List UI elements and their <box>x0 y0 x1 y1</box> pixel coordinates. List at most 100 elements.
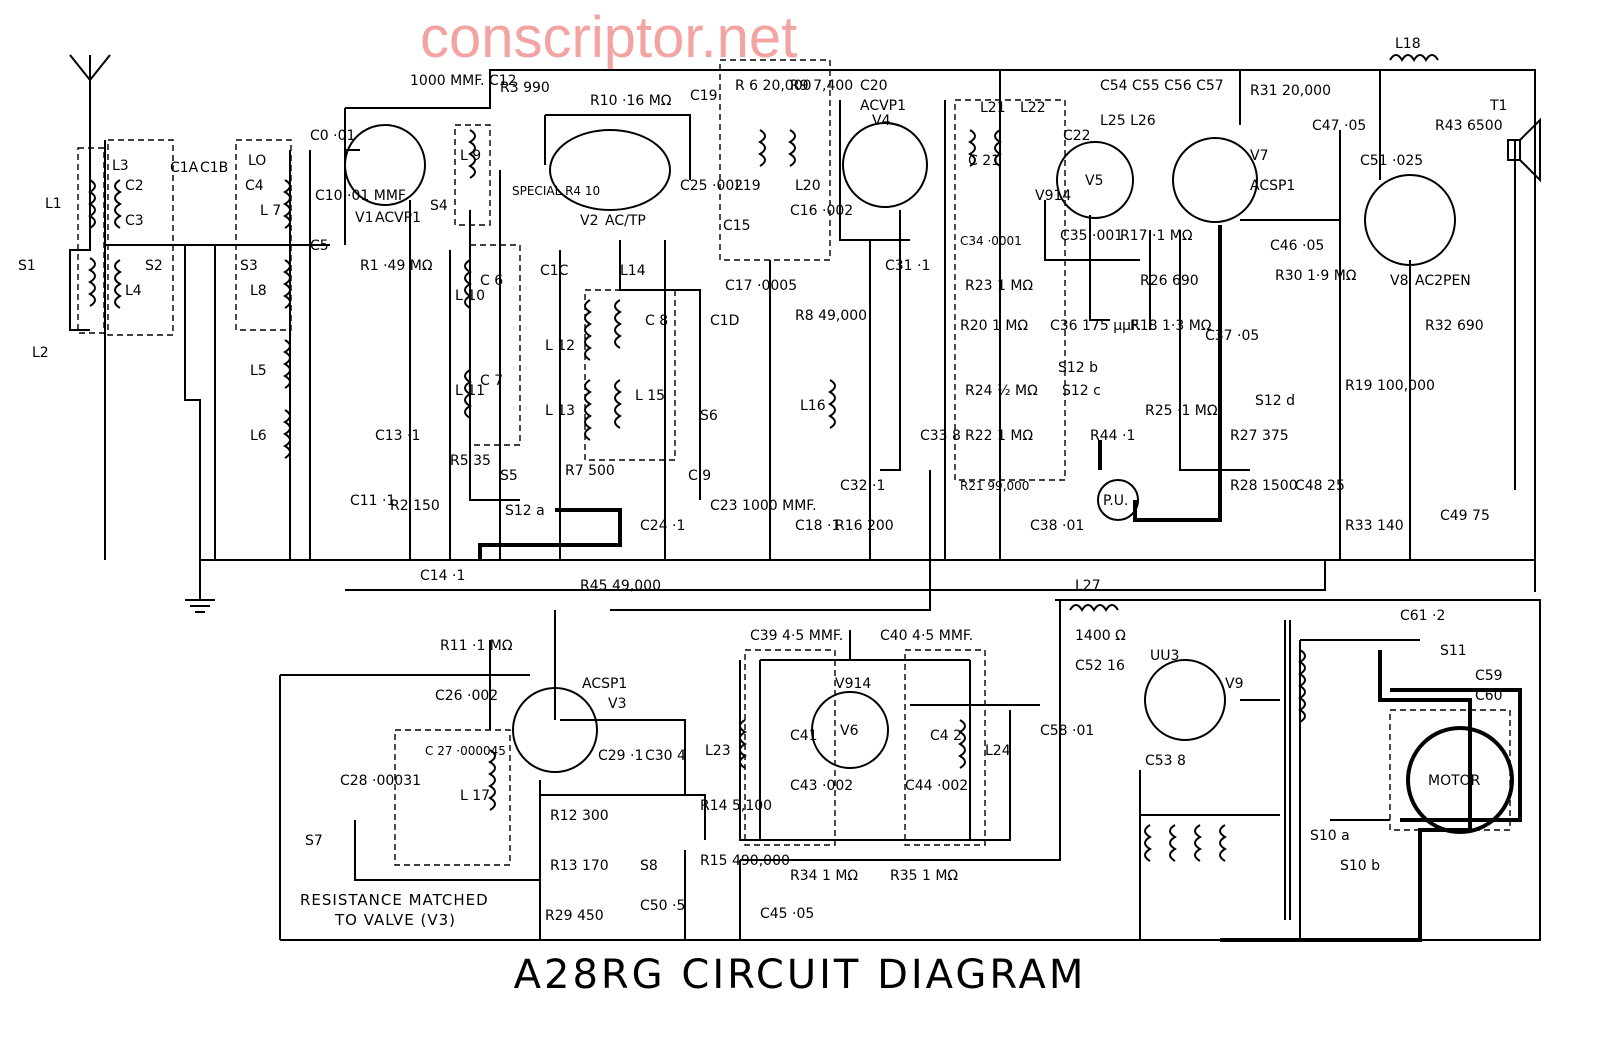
label-R10: R10 ·16 MΩ <box>590 93 672 109</box>
label-C60: C60 <box>1475 688 1503 704</box>
label-R33: R33 140 <box>1345 518 1404 534</box>
valve-v9 <box>1144 659 1226 741</box>
label-C35: C35 ·001 <box>1060 228 1123 244</box>
label-L12: L 12 <box>545 338 575 354</box>
valve-v5-type: V914 <box>1035 188 1071 204</box>
label-R14: R14 5,100 <box>700 798 772 814</box>
label-C58: C58 ·01 <box>1040 723 1094 739</box>
pickup-symbol <box>1097 479 1139 521</box>
label-L14: L14 <box>620 263 646 279</box>
label-R9: R9 7,400 <box>790 78 853 94</box>
label-C36: C36 175 μμF. <box>1050 318 1141 334</box>
label-R12: R12 300 <box>550 808 609 824</box>
note-line-1: RESISTANCE MATCHED <box>300 891 489 909</box>
label-motor: MOTOR <box>1428 773 1481 789</box>
valve-v8-type: AC2PEN <box>1415 273 1471 289</box>
label-L9: L 9 <box>460 148 481 164</box>
label-R8: R8 49,000 <box>795 308 867 324</box>
label-R21: R21 99,000 <box>960 479 1029 493</box>
label-R7: R7 500 <box>565 463 615 479</box>
label-L4: L4 <box>125 283 142 299</box>
label-C22: C22 <box>1063 128 1091 144</box>
label-C26: C26 ·002 <box>435 688 498 704</box>
valve-v6-id: V6 <box>840 723 859 739</box>
label-S10b: S10 b <box>1340 858 1380 874</box>
label-R6: R 6 20,000 <box>735 78 812 94</box>
coil-symbols <box>88 54 1439 920</box>
label-C10: C10 ·01 MMF. <box>315 188 408 204</box>
label-R27: R27 375 <box>1230 428 1289 444</box>
label-R13: R13 170 <box>550 858 609 874</box>
label-L16: L16 <box>800 398 826 414</box>
diagram-title: A28RG CIRCUIT DIAGRAM <box>513 952 1087 998</box>
label-L3: L3 <box>112 158 129 174</box>
label-L24: L24 <box>985 743 1011 759</box>
valve-v7 <box>1172 137 1258 223</box>
watermark: conscriptor.net <box>420 5 798 70</box>
label-R1: R1 ·49 MΩ <box>360 258 433 274</box>
label-C25: C25 ·002 <box>680 178 743 194</box>
valve-v9-type: UU3 <box>1150 648 1179 664</box>
note-line-2: TO VALVE (V3) <box>334 911 456 929</box>
valve-v5 <box>1056 141 1134 219</box>
screening-cans <box>77 59 1511 866</box>
valve-v6-type: V914 <box>835 676 871 692</box>
label-L8: L8 <box>250 283 267 299</box>
label-R19: R19 100,000 <box>1345 378 1435 394</box>
label-C20: C20 <box>860 78 888 94</box>
label-R35: R35 1 MΩ <box>890 868 958 884</box>
label-C1C: C1C <box>540 263 569 279</box>
label-S12a: S12 a <box>505 503 545 519</box>
valve-v1 <box>344 124 426 206</box>
valve-v3-type: ACSP1 <box>582 676 627 692</box>
label-C32: C32 ·1 <box>840 478 885 494</box>
label-C38: C38 ·01 <box>1030 518 1084 534</box>
label-C6: C 6 <box>480 273 503 289</box>
label-R24: R24 ½ MΩ <box>965 383 1038 399</box>
label-C29: C29 ·1 <box>598 748 643 764</box>
label-R4: SPECIAL R4 10 <box>512 184 600 198</box>
label-C12: 1000 MMF. C12 <box>410 73 517 89</box>
label-R29: R29 450 <box>545 908 604 924</box>
valve-v1-type: ACVP1 <box>375 210 421 226</box>
label-L5: L5 <box>250 363 267 379</box>
label-C24: C24 ·1 <box>640 518 685 534</box>
valve-v9-id: V9 <box>1225 676 1243 692</box>
label-C39: C39 4·5 MMF. <box>750 628 843 644</box>
label-C51: C51 ·025 <box>1360 153 1423 169</box>
matching-note: RESISTANCE MATCHED TO VALVE (V3) <box>300 891 489 929</box>
valve-v2-id: V2 <box>580 213 598 229</box>
label-C2: C2 <box>125 178 144 194</box>
label-C41: C41 <box>790 728 818 744</box>
label-R11: R11 ·1 MΩ <box>440 638 513 654</box>
label-C1B: C1B <box>200 160 228 176</box>
label-S5: S5 <box>500 468 518 484</box>
valve-v2 <box>549 129 671 211</box>
wiring <box>69 69 1541 942</box>
label-C9: C 9 <box>688 468 711 484</box>
label-C28: C28 ·00031 <box>340 773 421 789</box>
label-C30: C30 4 <box>645 748 686 764</box>
valve-v8-id: V8 <box>1390 273 1408 289</box>
label-C43: C43 ·002 <box>790 778 853 794</box>
label-C5: C5 <box>310 238 329 254</box>
label-C19: C19 <box>690 88 718 104</box>
label-L23: L23 <box>705 743 731 759</box>
label-C4: C4 <box>245 178 264 194</box>
label-R32: R32 690 <box>1425 318 1484 334</box>
label-C11: C11 ·1 <box>350 493 395 509</box>
label-C31: C31 ·1 <box>885 258 930 274</box>
label-R20: R20 1 MΩ <box>960 318 1028 334</box>
earth-icon <box>185 599 215 613</box>
label-S11: S11 <box>1440 643 1467 659</box>
label-C49: C49 75 <box>1440 508 1490 524</box>
label-L7: L 7 <box>260 203 281 219</box>
label-S8: S8 <box>640 858 658 874</box>
label-C23: C23 1000 MMF. <box>710 498 817 514</box>
valve-v3-id: V3 <box>608 696 626 712</box>
label-C61: C61 ·2 <box>1400 608 1445 624</box>
label-R5: R5 35 <box>450 453 491 469</box>
label-S2: S2 <box>145 258 163 274</box>
label-R15: R15 490,000 <box>700 853 790 869</box>
